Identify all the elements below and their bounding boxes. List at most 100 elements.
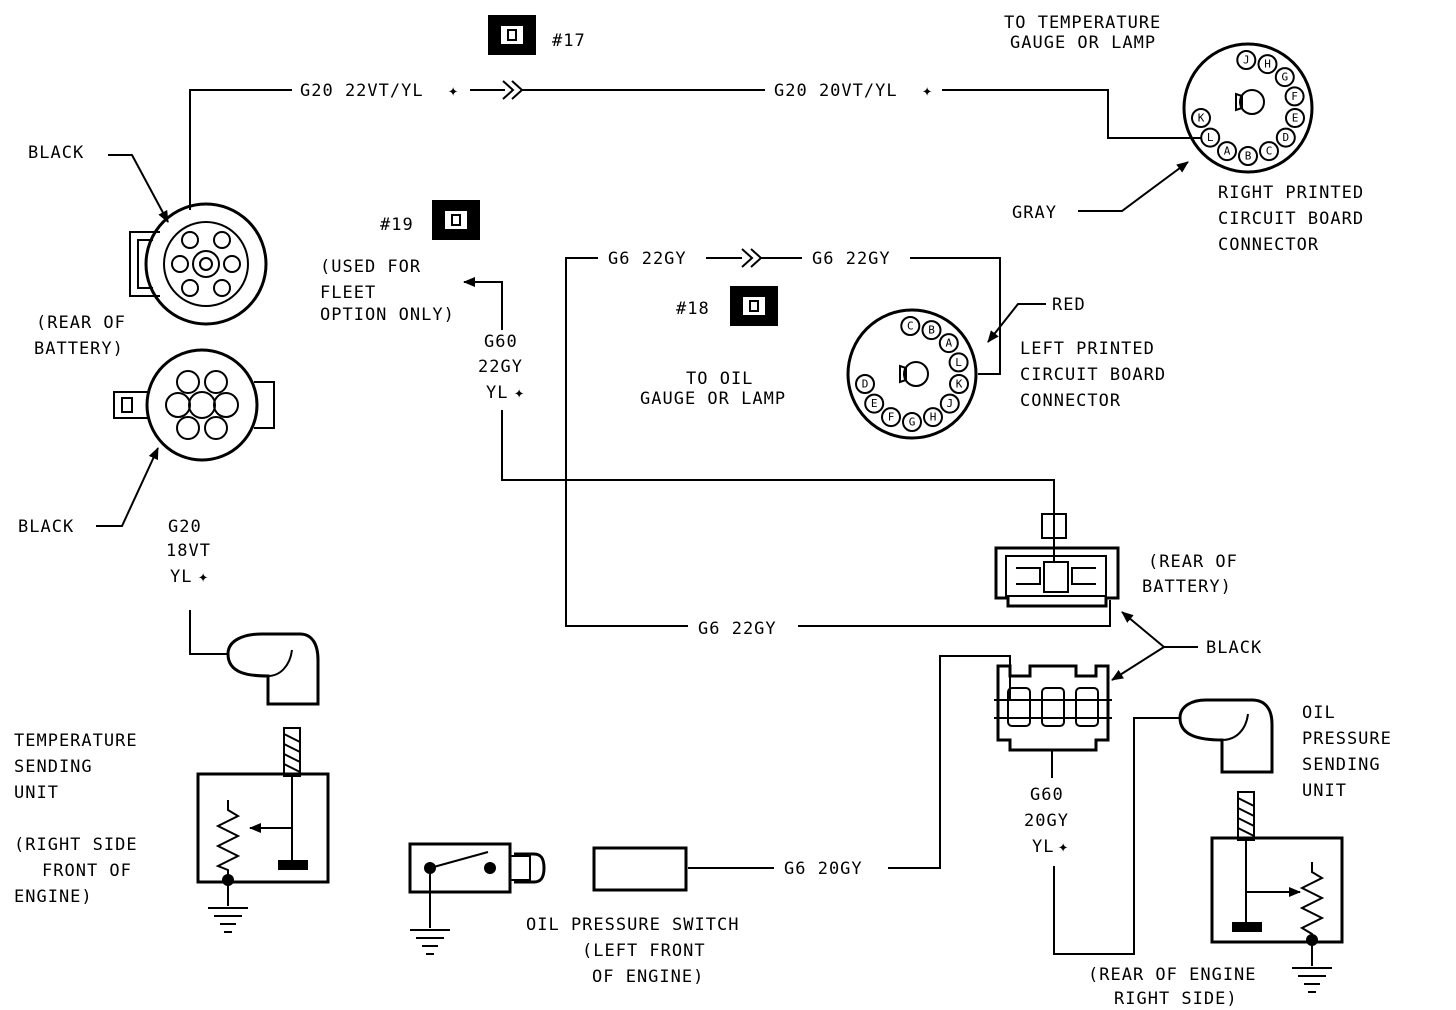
left-pcb-pin-label-E: E	[871, 397, 878, 410]
left-pcb-pin-label-D: D	[862, 378, 869, 391]
fleet-label-2: FLEET	[320, 283, 376, 303]
left-pcb-pin-C	[900, 316, 921, 336]
right-pcb-pin-G	[1274, 67, 1295, 88]
oil-pressure-sending-unit	[1178, 698, 1344, 993]
wire-label-g60-20-2: 20GY	[1024, 811, 1069, 831]
right-pcb-pin-label-K: K	[1198, 112, 1205, 125]
right-pcb-pin-label-B: B	[1245, 150, 1252, 163]
wire-label-g20-18-1: G20	[168, 517, 202, 537]
oil-pressure-switch	[408, 842, 688, 955]
right-pcb-pin-A	[1217, 141, 1237, 162]
right-pcb-pin-label-G: G	[1281, 71, 1288, 84]
rear-battery-left-2: BATTERY)	[34, 339, 124, 359]
temp-sending-unit	[189, 610, 330, 933]
wire-g20-top: G20 22VT/YL ✦ G20 20VT/YL ✦	[189, 80, 1202, 210]
left-pcb-label-1: LEFT PRINTED	[1020, 339, 1155, 359]
left-pcb-pin-label-H: H	[930, 411, 937, 424]
splice-17-label: #17	[552, 31, 586, 51]
tracer-mark: ✦	[922, 81, 933, 101]
oil-connector-3pin	[994, 664, 1112, 778]
fleet-label-1: (USED FOR	[320, 257, 421, 277]
black-label-top: BLACK	[28, 143, 84, 163]
oil-sending-label-3: SENDING	[1302, 755, 1381, 775]
left-pcb-pin-F	[881, 407, 901, 428]
left-pcb-pin-label-K: K	[956, 378, 963, 391]
oil-switch-label-3: OF ENGINE)	[592, 967, 704, 987]
splice-19-label: #19	[380, 215, 414, 235]
left-pcb-pin-H	[923, 407, 943, 428]
temp-sending-label-1: TEMPERATURE	[14, 731, 138, 751]
right-pcb-pin-label-E: E	[1292, 112, 1299, 125]
rear-battery-left-1: (REAR OF	[36, 313, 126, 333]
left-pcb-pin-L	[948, 352, 969, 373]
temp-sending-label-5: FRONT OF	[42, 861, 132, 881]
right-pcb-pin-F	[1284, 86, 1305, 107]
right-pcb-pin-H	[1257, 54, 1278, 75]
left-pcb-pin-G	[902, 412, 922, 432]
wire-label-g60-22-1: G60	[484, 332, 518, 352]
right-pcb-pin-label-J: J	[1243, 54, 1250, 67]
right-pcb-label-2: CIRCUIT BOARD	[1218, 209, 1364, 229]
black-connector-bottom	[113, 348, 275, 462]
oil-sending-label-1: OIL	[1302, 703, 1336, 723]
tracer-mark: ✦	[1058, 837, 1069, 857]
left-pcb-pin-J	[939, 393, 960, 414]
wire-label-g60-22-3: YL	[486, 383, 508, 403]
right-pcb-pin-B	[1238, 146, 1258, 166]
splice-18: #18	[676, 286, 778, 326]
wire-label-g6-22-a: G6 22GY	[608, 249, 687, 269]
splice-19: #19	[380, 200, 480, 240]
wire-label-g60-20-1: G60	[1030, 785, 1064, 805]
left-pcb-pin-label-A: A	[945, 337, 952, 350]
wire-label-g20-20: G20 20VT/YL	[774, 81, 898, 101]
right-pcb-pin-D	[1275, 127, 1296, 148]
right-pcb-pin-L	[1200, 127, 1221, 148]
oil-sending-label-2: PRESSURE	[1302, 729, 1392, 749]
left-pcb-pin-E	[864, 393, 885, 414]
left-pcb-pin-label-J: J	[946, 397, 953, 410]
to-temp-label-1: TO TEMPERATURE	[1004, 13, 1161, 33]
left-pcb-pin-K	[949, 374, 969, 394]
wire-label-g20-22: G20 22VT/YL	[300, 81, 424, 101]
right-pcb-label-1: RIGHT PRINTED	[1218, 183, 1364, 203]
wire-label-g6-22-b: G6 22GY	[812, 249, 891, 269]
right-pcb-pin-C	[1259, 141, 1279, 162]
left-pcb-pin-B	[921, 320, 942, 341]
temp-sending-label-3: UNIT	[14, 783, 59, 803]
tracer-mark: ✦	[514, 383, 525, 403]
oil-sending-label-4: UNIT	[1302, 781, 1347, 801]
rear-battery-right-2: BATTERY)	[1142, 577, 1232, 597]
rear-engine-label-1: (REAR OF ENGINE	[1088, 965, 1257, 985]
left-pcb-label-2: CIRCUIT BOARD	[1020, 365, 1166, 385]
to-oil-label-1: TO OIL	[686, 369, 753, 389]
tracer-mark: ✦	[448, 81, 459, 101]
left-pcb-pin-label-L: L	[955, 356, 962, 369]
wire-label-g60-20-3: YL	[1032, 837, 1054, 857]
rear-battery-right-1: (REAR OF	[1148, 552, 1238, 572]
right-pcb-pin-K	[1191, 108, 1211, 128]
left-pcb-pin-label-G: G	[909, 416, 916, 429]
temp-sending-label-2: SENDING	[14, 757, 93, 777]
black-connector-top	[129, 202, 268, 326]
temp-sending-label-6: ENGINE)	[14, 887, 93, 907]
left-pcb-pin-A	[938, 333, 959, 354]
right-pcb-label-3: CONNECTOR	[1218, 235, 1319, 255]
black-label-right: BLACK	[1206, 638, 1262, 658]
wire-label-g6-22-c: G6 22GY	[698, 619, 777, 639]
wire-label-g20-18-2: 18VT	[166, 541, 211, 561]
right-pcb-pin-label-L: L	[1207, 131, 1214, 144]
left-pcb-pin-label-C: C	[907, 320, 914, 333]
rear-engine-label-2: RIGHT SIDE)	[1114, 989, 1238, 1009]
right-pcb-pin-label-C: C	[1266, 145, 1273, 158]
right-pcb-pin-label-A: A	[1224, 145, 1231, 158]
gray-label: GRAY	[1012, 203, 1057, 223]
splice-18-label: #18	[676, 299, 710, 319]
right-pcb-pin-E	[1285, 108, 1305, 128]
tracer-mark: ✦	[198, 567, 209, 587]
right-pcb-pin-label-H: H	[1264, 58, 1271, 71]
battery-connector-right	[994, 513, 1120, 608]
right-pcb-pin-label-D: D	[1282, 131, 1289, 144]
